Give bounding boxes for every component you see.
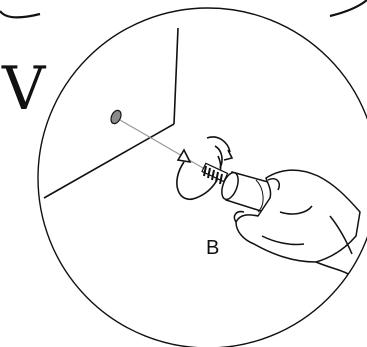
part-label: B [206, 235, 236, 261]
step-label: V [2, 58, 52, 120]
wall-corner-diagonal [44, 124, 174, 198]
wall-hole-icon [109, 109, 123, 125]
previous-panel-edge [0, 11, 40, 17]
next-panel-edge [330, 0, 367, 16]
wall-corner-vertical [174, 28, 178, 124]
alignment-guide-line [120, 120, 210, 172]
